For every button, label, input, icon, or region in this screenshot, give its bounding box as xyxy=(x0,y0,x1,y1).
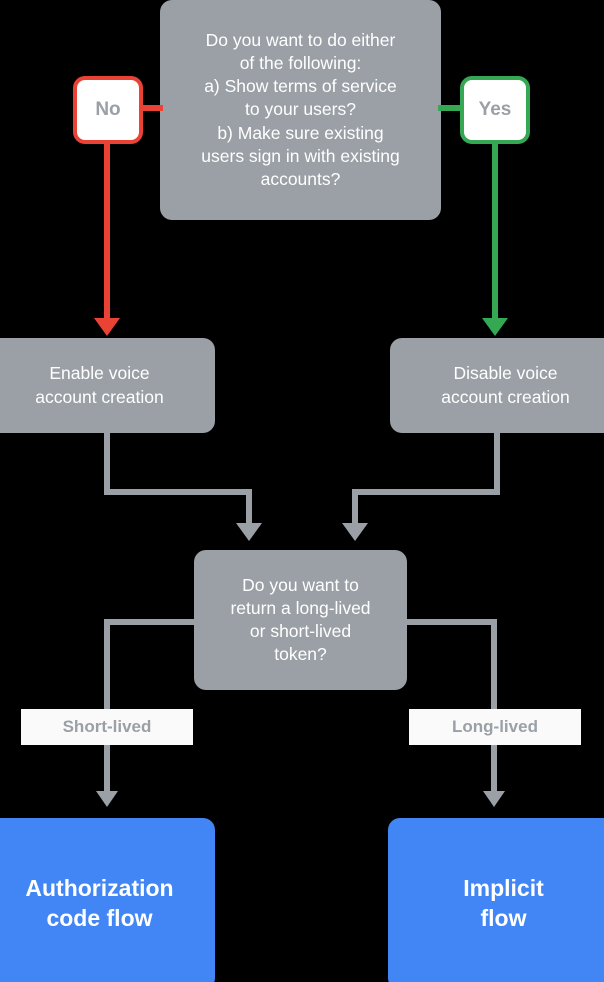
node-answer-no[interactable]: No xyxy=(73,76,143,144)
node-answer-yes-text: Yes xyxy=(478,99,512,121)
node-answer-no-text: No xyxy=(95,99,121,121)
connector-short-lived-drop xyxy=(104,619,110,795)
connector-disable-across xyxy=(352,489,500,495)
node-answer-yes[interactable]: Yes xyxy=(460,76,530,144)
node-enable-voice-account-creation: Enable voice account creation xyxy=(0,338,215,433)
connector-yes-to-disable-line xyxy=(492,140,498,322)
node-implicit-flow: Implicit flow xyxy=(388,818,604,982)
edge-label-short-lived-text: Short-lived xyxy=(62,717,152,736)
connector-long-lived-arrowhead xyxy=(483,791,505,807)
connector-enable-arrowhead xyxy=(236,523,262,541)
connector-disable-drop xyxy=(494,433,500,495)
connector-long-lived-across xyxy=(401,619,497,625)
edge-label-long-lived: Long-lived xyxy=(409,709,581,745)
edge-label-short-lived: Short-lived xyxy=(21,709,193,745)
node-disable-voice-account-creation: Disable voice account creation xyxy=(390,338,604,433)
connector-yes-to-disable-arrowhead xyxy=(482,318,508,336)
node-top-question-text: Do you want to do either of the followin… xyxy=(201,30,400,189)
connector-no-to-enable-arrowhead xyxy=(94,318,120,336)
connector-enable-across xyxy=(104,489,252,495)
node-authorization-code-flow-text: Authorization code flow xyxy=(25,875,174,931)
connector-no-stub xyxy=(139,105,163,111)
connector-disable-arrowhead xyxy=(342,523,368,541)
edge-label-long-lived-text: Long-lived xyxy=(452,717,538,736)
connector-short-lived-arrowhead xyxy=(96,791,118,807)
node-top-question: Do you want to do either of the followin… xyxy=(160,0,441,220)
connector-yes-stub xyxy=(438,105,462,111)
node-token-question-text: Do you want to return a long-lived or sh… xyxy=(230,574,371,665)
node-token-question: Do you want to return a long-lived or sh… xyxy=(194,550,407,690)
connector-short-lived-across xyxy=(104,619,200,625)
node-implicit-flow-text: Implicit flow xyxy=(463,875,544,931)
connector-enable-down-to-question xyxy=(246,489,252,527)
connector-disable-down-to-question xyxy=(352,489,358,527)
node-enable-voice-text: Enable voice account creation xyxy=(35,363,164,407)
connector-no-to-enable-line xyxy=(104,140,110,322)
node-disable-voice-text: Disable voice account creation xyxy=(441,363,570,407)
node-authorization-code-flow: Authorization code flow xyxy=(0,818,215,982)
connector-long-lived-drop xyxy=(491,619,497,795)
connector-enable-drop xyxy=(104,433,110,495)
